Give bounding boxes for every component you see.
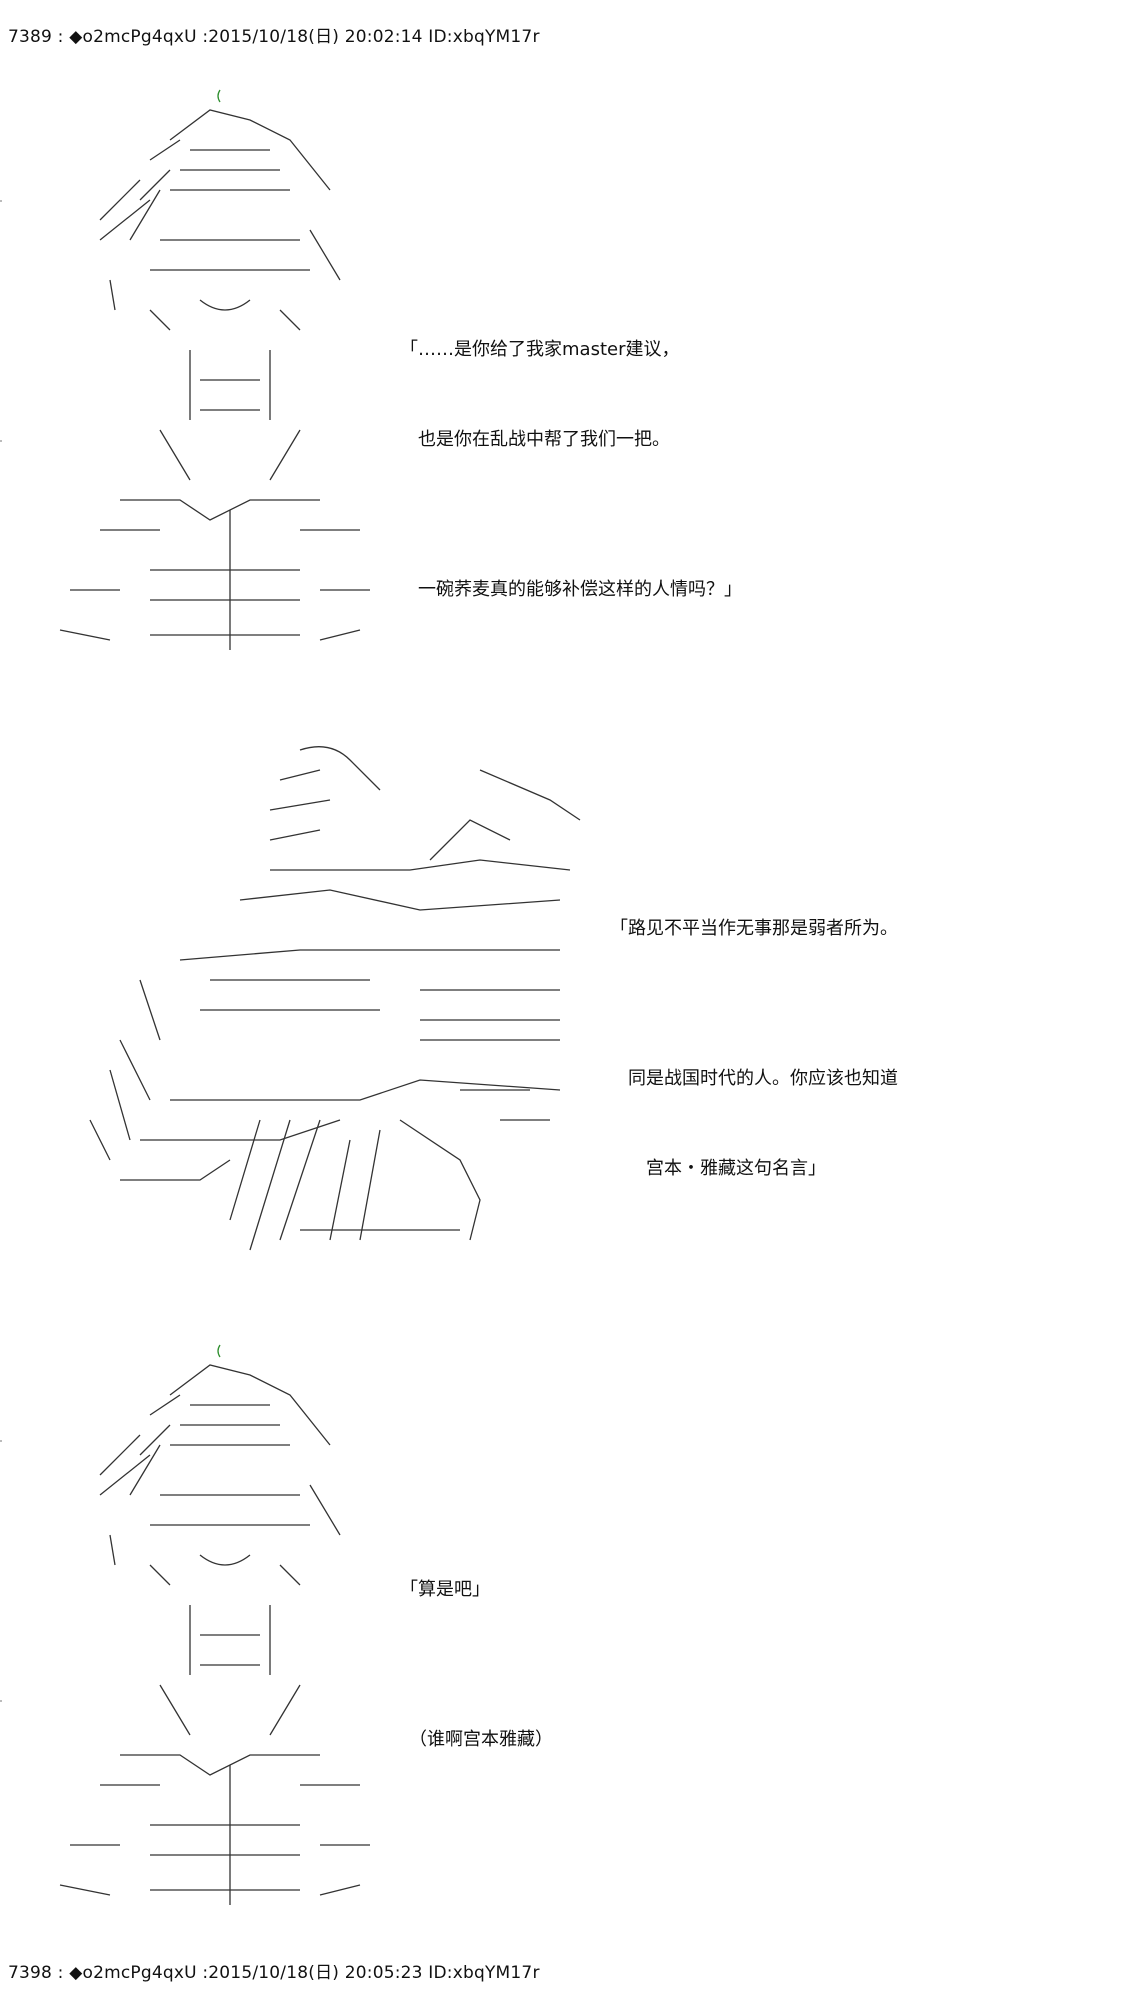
speech-block-3: 「算是吧」 （谁啊宫本雅藏） <box>400 1515 553 1785</box>
margin-mark <box>0 200 2 202</box>
speech-line: 同是战国时代的人。你应该也知道 <box>610 1068 898 1089</box>
speech-block-2: 「路见不平当作无事那是弱者所为。 同是战国时代的人。你应该也知道 宫本・雅藏这句… <box>610 854 898 1214</box>
post-header-7389: 7389 : ◆o2mcPg4qxU :2015/10/18(日) 20:02:… <box>8 27 540 47</box>
post-header-7398: 7398 : ◆o2mcPg4qxU :2015/10/18(日) 20:05:… <box>8 1963 540 1983</box>
character-art-3 <box>40 1335 370 1925</box>
speech-line: 「算是吧」 <box>400 1579 490 1600</box>
character-art-2 <box>80 740 600 1260</box>
margin-mark <box>0 440 2 442</box>
margin-mark <box>0 1700 2 1702</box>
character-art-1 <box>40 80 370 670</box>
margin-mark <box>0 1440 2 1442</box>
speech-line: （谁啊宫本雅藏） <box>400 1729 553 1750</box>
speech-line: 宫本・雅藏这句名言」 <box>610 1158 826 1179</box>
speech-block-1: 「……是你给了我家master建议， 也是你在乱战中帮了我们一把。 一碗荞麦真的… <box>400 275 742 635</box>
speech-line: 「……是你给了我家master建议， <box>400 339 680 360</box>
speech-line: 「路见不平当作无事那是弱者所为。 <box>610 918 898 939</box>
speech-line: 也是你在乱战中帮了我们一把。 <box>400 429 670 450</box>
speech-line: 一碗荞麦真的能够补偿这样的人情吗？」 <box>400 579 742 600</box>
